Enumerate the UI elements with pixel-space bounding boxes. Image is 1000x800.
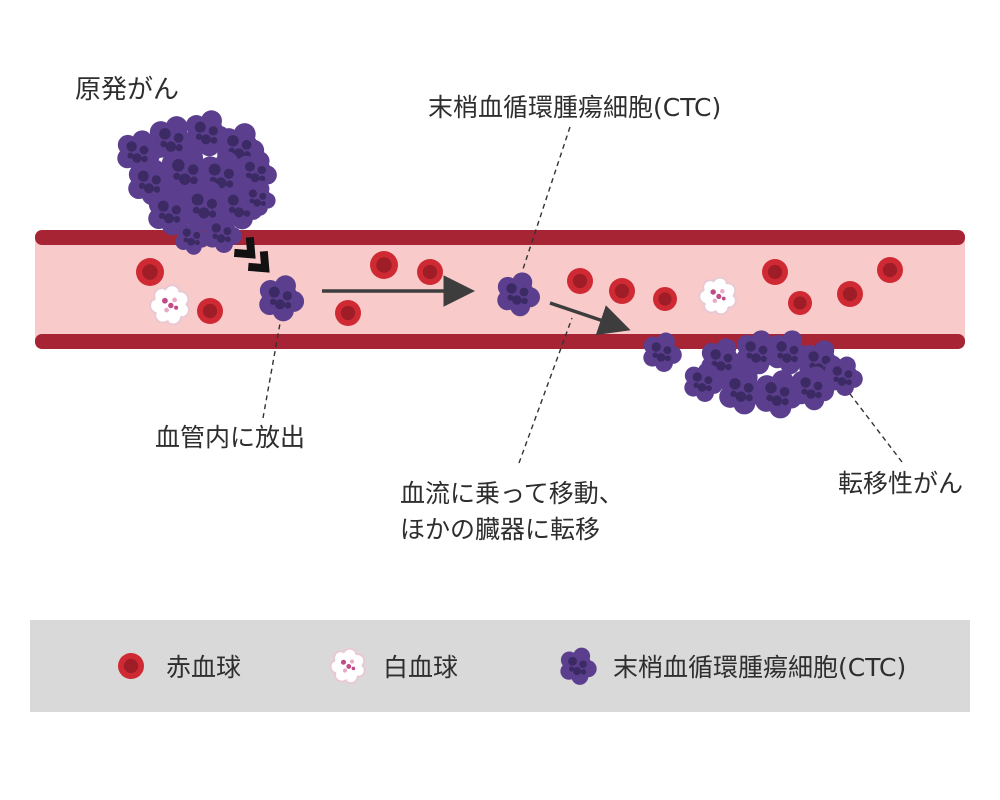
red-blood-cell [609, 278, 635, 304]
tumor-cell [824, 356, 863, 396]
vessel-cells [136, 251, 903, 326]
tumor-cell [719, 366, 767, 415]
leader-ctc [521, 126, 571, 273]
white-blood-cell [698, 276, 737, 316]
red-blood-cell [837, 281, 863, 307]
vessel-wall-top [35, 230, 965, 245]
flow-label: 血流に乗って移動、 ほかの臓器に転移 [400, 476, 720, 547]
legend-item-rbc: 赤血球 [108, 620, 241, 712]
metastatic-cancer-label: 転移性がん [838, 469, 964, 498]
flow-label-line1: 血流に乗って移動、 [400, 479, 624, 508]
red-blood-cell [762, 259, 788, 285]
entry-chevrons-icon [233, 236, 270, 273]
white-blood-cell-icon [329, 647, 366, 685]
red-blood-cell [417, 259, 443, 285]
legend-label-rbc: 赤血球 [166, 653, 242, 682]
red-blood-cell [788, 291, 812, 315]
tumor-cell [643, 332, 682, 372]
primary-tumor-cluster [117, 110, 277, 255]
flow-arrow-down-right [549, 301, 631, 336]
red-blood-cell [370, 251, 398, 279]
white-blood-cell [149, 284, 190, 326]
legend-label-wbc: 白血球 [383, 653, 459, 682]
ctc-label: 末梢血循環腫瘍細胞(CTC) [428, 93, 722, 122]
flow-label-line2: ほかの臓器に転移 [400, 514, 601, 544]
ctc-cell-icon [560, 647, 597, 685]
tumor-cell [161, 146, 213, 199]
flow-arrows [322, 275, 631, 336]
tumor-cell [684, 362, 723, 402]
leader-release [262, 317, 282, 419]
legend-item-ctc: 末梢血循環腫瘍細胞(CTC) [555, 620, 906, 712]
tumor-cell [175, 219, 210, 255]
leader-flow [518, 317, 573, 464]
tumor-cell [767, 330, 810, 375]
legend-item-wbc: 白血球 [325, 620, 458, 712]
tumor-cell [560, 647, 597, 685]
tumor-cell [259, 275, 305, 322]
tumor-cell [128, 159, 174, 206]
legend-label-ctc: 末梢血循環腫瘍細胞(CTC) [613, 653, 907, 682]
red-blood-cell [136, 258, 164, 286]
legend: 赤血球 白血球 末梢血循環腫瘍細胞(CTC) [30, 620, 970, 712]
red-blood-cell [653, 287, 677, 311]
tumor-cell [236, 151, 277, 194]
blood-vessel [35, 230, 965, 349]
red-blood-cell-icon [118, 653, 144, 679]
tumor-cell [148, 189, 194, 236]
red-blood-cell [197, 298, 223, 324]
white-blood-cell [329, 647, 366, 685]
tumor-cell [203, 213, 242, 253]
tumor-cell [241, 180, 276, 216]
red-blood-cell [877, 257, 903, 283]
tumor-cell [497, 272, 540, 317]
red-blood-cell [335, 300, 361, 326]
primary-cancer-label: 原発がん [75, 75, 180, 105]
red-blood-cell [118, 653, 144, 679]
release-label: 血管内に放出 [155, 423, 306, 452]
metastatic-tumor-cluster [643, 330, 863, 419]
red-blood-cell [567, 268, 593, 294]
